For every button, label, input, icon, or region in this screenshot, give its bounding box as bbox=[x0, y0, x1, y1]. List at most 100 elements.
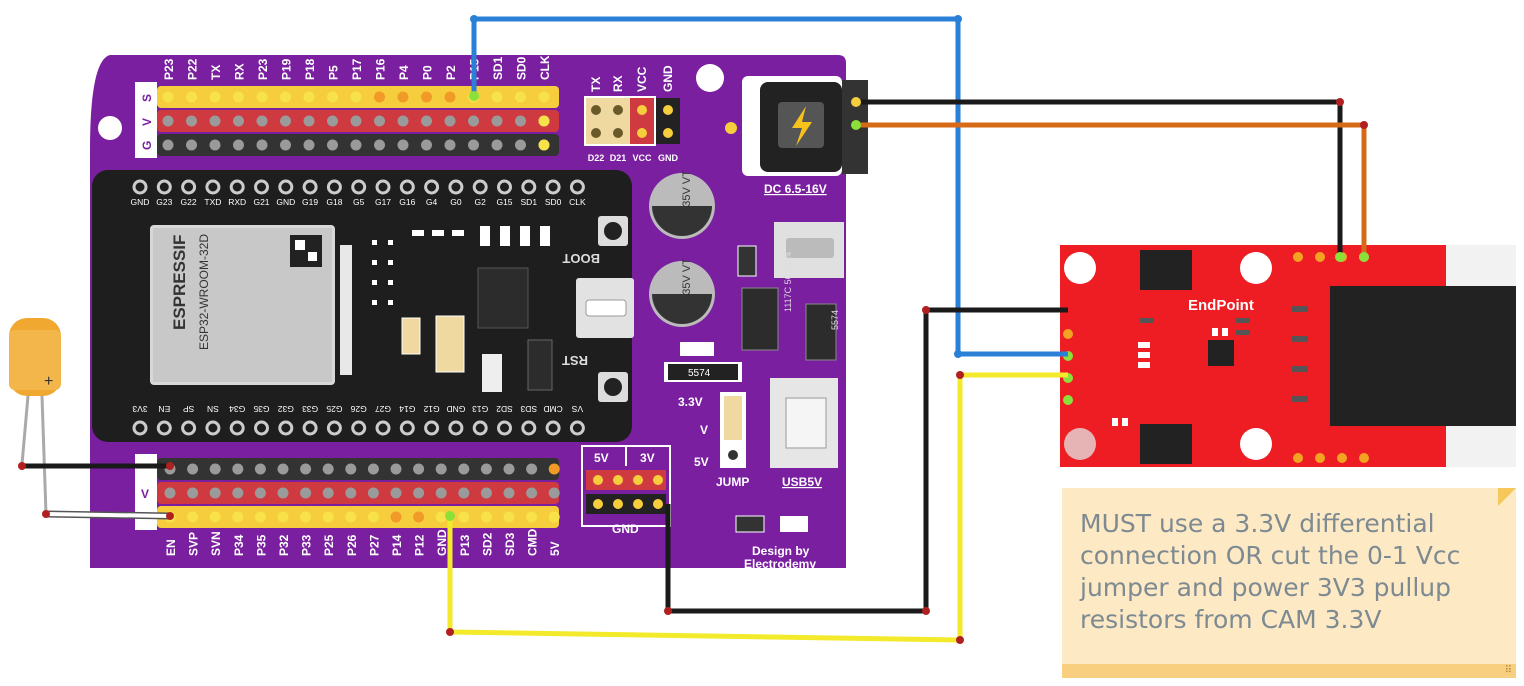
header-pin bbox=[515, 115, 526, 127]
header-pin bbox=[322, 487, 334, 499]
module-pin bbox=[156, 179, 172, 195]
module-pin bbox=[326, 179, 342, 195]
uart-top-label: VCC bbox=[635, 66, 649, 92]
header-pin bbox=[367, 487, 379, 499]
header-pin bbox=[503, 487, 515, 499]
svg-text:47 35V VT: 47 35V VT bbox=[681, 170, 693, 222]
header-pin bbox=[209, 511, 221, 523]
module-bottom-pin-label: EN bbox=[158, 404, 170, 414]
bottom-header-label: SVP bbox=[187, 532, 201, 556]
boot-label: BOOT bbox=[562, 251, 600, 266]
bottom-header-label: CMD bbox=[526, 528, 540, 556]
regulator-1117 bbox=[741, 287, 779, 351]
header-pin bbox=[413, 487, 425, 499]
module-pin bbox=[302, 179, 318, 195]
bottom-header-pins bbox=[164, 463, 560, 523]
svg-text:USB5V: USB5V bbox=[782, 475, 822, 489]
bottom-header-label: P32 bbox=[277, 534, 291, 556]
module-top-pin-label: SD1 bbox=[521, 197, 538, 207]
header-pin bbox=[421, 115, 432, 127]
header-pin bbox=[367, 511, 379, 523]
svg-text:5V: 5V bbox=[694, 455, 709, 469]
module-top-pin-label: G19 bbox=[302, 197, 318, 207]
header-pin bbox=[350, 139, 362, 151]
module-bottom-pin-label: SP bbox=[183, 404, 195, 414]
resize-grip-icon[interactable]: ⠿ bbox=[1504, 665, 1512, 676]
wire-orange-dc bbox=[856, 122, 1367, 257]
module-pin bbox=[399, 179, 415, 195]
module-pin bbox=[448, 179, 464, 195]
module-pin bbox=[521, 420, 537, 436]
note-text: MUST use a 3.3V differential connection … bbox=[1080, 509, 1461, 634]
module-bottom-pin-label: SD3 bbox=[520, 404, 537, 414]
svg-text:5574: 5574 bbox=[688, 368, 711, 379]
module-top-pin-label: G2 bbox=[475, 197, 487, 207]
module-bottom-pin-label: G27 bbox=[375, 404, 391, 414]
note-footer bbox=[1062, 664, 1516, 678]
header-pin bbox=[491, 139, 503, 151]
bottom-header-label: P34 bbox=[232, 534, 246, 556]
module-pin bbox=[472, 179, 488, 195]
top-header-label: P19 bbox=[280, 58, 294, 80]
header-pin bbox=[374, 139, 385, 151]
module-pin bbox=[351, 420, 367, 436]
top-row-letter-box bbox=[135, 82, 157, 158]
top-header-label: P23 bbox=[256, 58, 270, 80]
top-header-label: P22 bbox=[186, 58, 200, 80]
header-pin bbox=[526, 487, 538, 499]
module-pin bbox=[132, 420, 148, 436]
header-pin bbox=[186, 115, 197, 127]
header-pin bbox=[468, 139, 479, 151]
uart-bottom-label: D22 bbox=[588, 153, 605, 163]
uart-bottom-label: D21 bbox=[610, 153, 627, 163]
header-pin bbox=[162, 115, 174, 127]
header-pin bbox=[277, 511, 289, 523]
electrolytic-capacitor: + bbox=[9, 318, 61, 515]
svg-text:Design by: Design by bbox=[752, 544, 810, 558]
bottom-header-label: P13 bbox=[458, 534, 472, 556]
module-bottom-pin-label: SN bbox=[207, 404, 219, 414]
capacitor-2: 47 35V VT bbox=[649, 258, 715, 327]
header-pin bbox=[548, 511, 560, 523]
header-pin bbox=[458, 511, 470, 523]
uart-bottom-label: GND bbox=[658, 153, 679, 163]
header-pin bbox=[232, 463, 244, 475]
svg-text:JUMP: JUMP bbox=[716, 475, 749, 489]
module-top-pin-label: GND bbox=[276, 197, 295, 207]
module-top-pin-label: G5 bbox=[353, 197, 365, 207]
module-pin bbox=[181, 420, 197, 436]
bottom-header-label: SD2 bbox=[480, 532, 494, 556]
header-pin bbox=[515, 91, 526, 103]
svg-text:47 35V VT: 47 35V VT bbox=[681, 258, 693, 310]
top-header-label: P2 bbox=[444, 65, 458, 80]
row-letter: V bbox=[140, 118, 154, 126]
lightning-icon bbox=[792, 106, 812, 146]
header-pin bbox=[232, 487, 244, 499]
header-pin bbox=[256, 115, 268, 127]
header-pin bbox=[480, 463, 492, 475]
header-pin bbox=[374, 115, 385, 127]
header-pin bbox=[277, 463, 289, 475]
module-bottom-pin-label: G26 bbox=[350, 404, 366, 414]
endpoint-board: EndPoint bbox=[1060, 245, 1516, 467]
top-row-letters: SVG bbox=[140, 94, 154, 150]
module-pin bbox=[156, 420, 172, 436]
module-top-pin-label: G4 bbox=[426, 197, 438, 207]
header-pin bbox=[303, 115, 315, 127]
header-pin bbox=[280, 139, 291, 151]
capacitor-polarity: + bbox=[44, 373, 53, 390]
header-pin bbox=[397, 139, 409, 151]
header-pin bbox=[345, 487, 357, 499]
header-pin bbox=[256, 91, 268, 103]
header-pin bbox=[444, 115, 456, 127]
module-pin bbox=[229, 420, 245, 436]
header-pin bbox=[209, 463, 221, 475]
header-pin bbox=[491, 91, 503, 103]
header-pin bbox=[515, 139, 526, 151]
module-bottom-pin-label: CMD bbox=[543, 404, 562, 414]
header-pin bbox=[435, 463, 447, 475]
